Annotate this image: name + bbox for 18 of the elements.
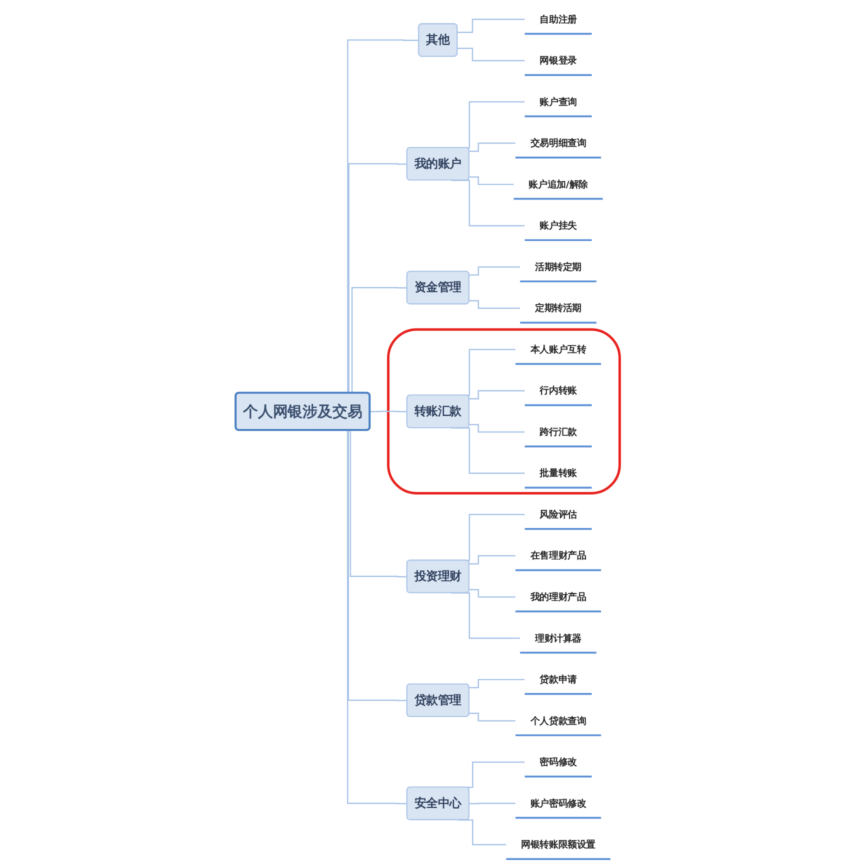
- connector: [469, 424, 525, 433]
- connector: [469, 802, 516, 804]
- connector: [469, 266, 520, 276]
- connector: [469, 142, 516, 152]
- connector: [469, 555, 516, 564]
- connector: [370, 410, 408, 412]
- connector: [469, 176, 514, 186]
- connector: [451, 592, 520, 639]
- connector: [457, 18, 525, 33]
- connector: [457, 48, 525, 62]
- cluster: [387, 328, 621, 494]
- connector: [469, 589, 516, 598]
- connector: [469, 390, 525, 400]
- connector: [469, 678, 525, 688]
- connector: [458, 819, 506, 846]
- connector: [451, 427, 525, 474]
- connector: [469, 712, 516, 722]
- connector: [469, 300, 520, 309]
